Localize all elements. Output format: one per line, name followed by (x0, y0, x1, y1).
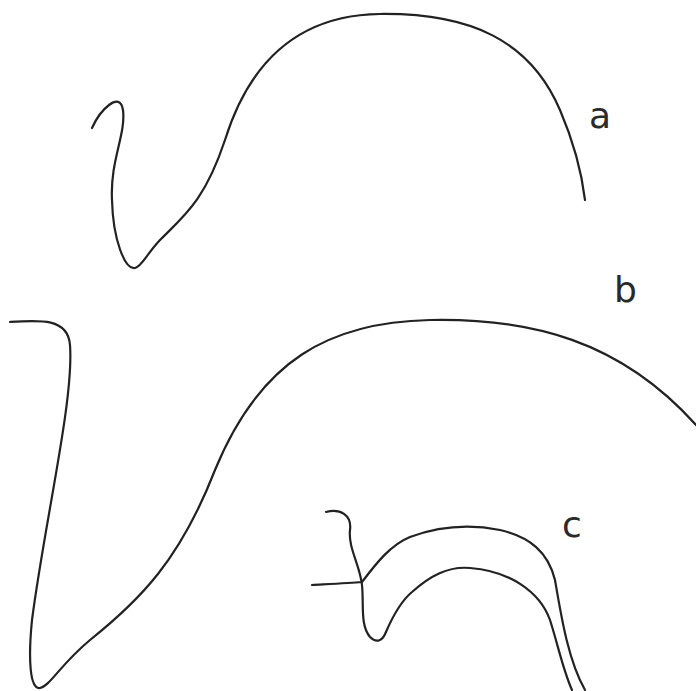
profile-b (10, 320, 696, 688)
profile-c-outer (312, 527, 585, 690)
figure-letter: a (589, 98, 611, 134)
profile-a (92, 14, 585, 268)
figure-letter: b (614, 272, 637, 308)
profile-c-inner (326, 511, 572, 690)
figure-letter: c (562, 507, 582, 543)
